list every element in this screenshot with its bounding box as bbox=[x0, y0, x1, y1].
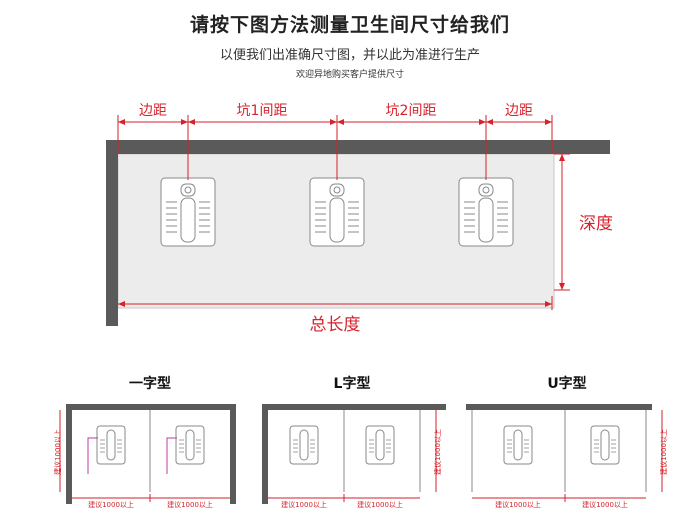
depth-label: 深度 bbox=[579, 214, 613, 234]
layout-l-depth-note: 建议1000以上 bbox=[433, 429, 442, 475]
layout-u-width-note-2: 建议1000以上 bbox=[582, 500, 628, 509]
toilet-2 bbox=[309, 177, 365, 247]
page-title: 请按下图方法测量卫生间尺寸给我们 bbox=[189, 14, 510, 36]
top-wall bbox=[106, 140, 610, 154]
toilet-3 bbox=[458, 177, 514, 247]
dimension-arrows bbox=[118, 119, 565, 307]
left-wall bbox=[106, 140, 118, 326]
layout-l-width-note-2: 建议1000以上 bbox=[357, 500, 403, 509]
layout-straight-depth-note: 建议1000以上 bbox=[53, 429, 62, 475]
layout-straight-width-note-1: 建议1000以上 bbox=[88, 500, 134, 509]
layout-u-depth-note: 建议1000以上 bbox=[659, 429, 668, 475]
layout-title-straight: 一字型 bbox=[129, 375, 171, 392]
main-floor-plan bbox=[106, 140, 610, 326]
dim-pit1-spacing: 坑1间距 bbox=[237, 103, 288, 119]
layout-straight bbox=[59, 404, 236, 504]
dim-left-margin: 边距 bbox=[139, 103, 167, 119]
layout-title-l: L字型 bbox=[334, 375, 371, 392]
layout-u-width-note-1: 建议1000以上 bbox=[495, 500, 541, 509]
total-length-label: 总长度 bbox=[310, 315, 361, 335]
layout-title-u: U字型 bbox=[547, 375, 586, 392]
page-note: 欢迎异地购买客户提供尺寸 bbox=[295, 70, 404, 80]
page-subtitle: 以便我们出准确尺寸图，并以此为准进行生产 bbox=[219, 48, 480, 63]
layout-straight-width-note-2: 建议1000以上 bbox=[167, 500, 213, 509]
dim-pit2-spacing: 坑2间距 bbox=[386, 103, 437, 119]
layout-u-shape bbox=[466, 404, 663, 502]
dim-right-margin: 边距 bbox=[505, 103, 533, 119]
toilet-1 bbox=[160, 177, 216, 247]
layout-l-shape bbox=[262, 404, 446, 504]
layout-l-width-note-1: 建议1000以上 bbox=[281, 500, 327, 509]
